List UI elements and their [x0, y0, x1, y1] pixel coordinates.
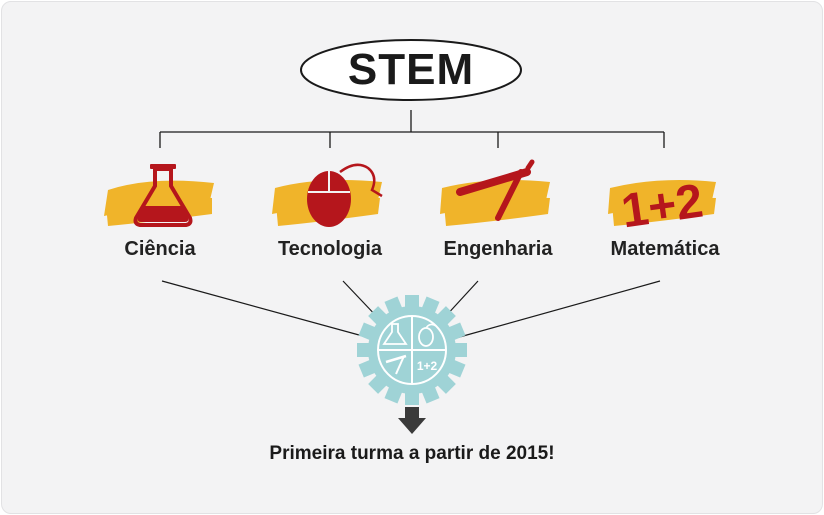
branch-label-tecnologia: Tecnologia — [277, 238, 383, 260]
diagram-title: STEM — [347, 45, 475, 94]
title-ellipse — [300, 39, 522, 101]
compass-icon — [456, 159, 535, 221]
branch-label-matematica: Matemática — [610, 238, 720, 260]
math-icon: 1+2 — [618, 175, 706, 239]
hub-math-text: 1+2 — [417, 359, 438, 373]
branch-label-engenharia: Engenharia — [443, 238, 553, 260]
branch-label-ciencia: Ciência — [124, 238, 196, 260]
diagram-caption: Primeira turma a partir de 2015! — [269, 443, 555, 464]
down-arrow-icon — [398, 407, 426, 434]
mouse-icon — [307, 163, 383, 227]
flask-icon — [133, 164, 193, 227]
tree-connectors — [159, 110, 665, 148]
gear-icon: 1+2 — [357, 295, 467, 405]
